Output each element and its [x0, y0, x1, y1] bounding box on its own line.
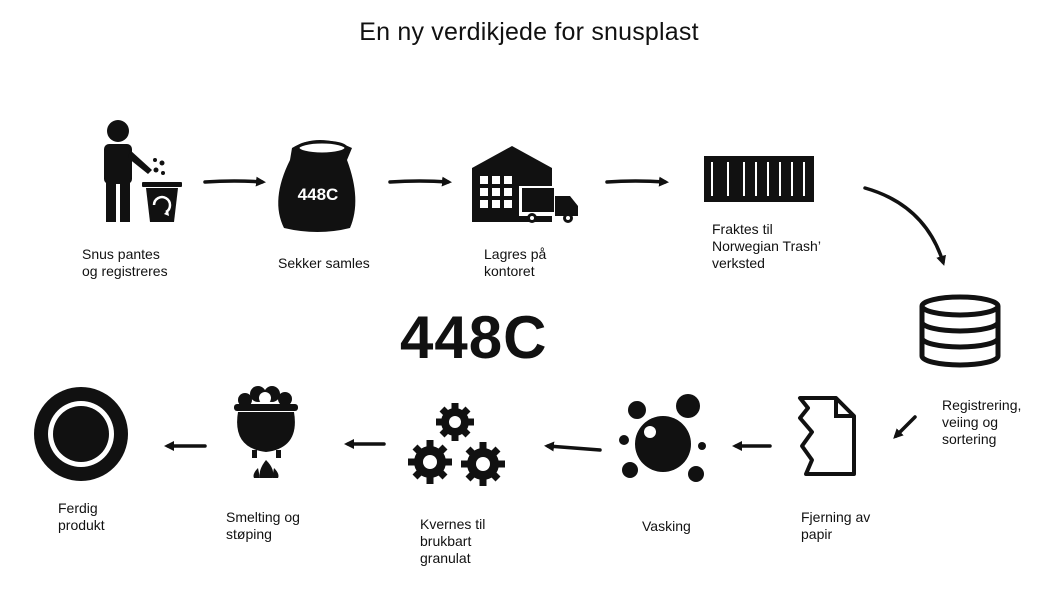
plate-icon — [34, 387, 128, 481]
step-label-fraktes: Fraktes til Norwegian Trash’ verksted — [712, 221, 821, 271]
warehouse-truck-icon — [472, 146, 578, 223]
step-label-ferdig: Ferdig produkt — [58, 500, 105, 533]
arrow-1 — [203, 176, 266, 187]
step-label-vasking: Vasking — [642, 518, 691, 534]
database-stack-icon — [919, 294, 1001, 368]
cauldron-fire-icon — [234, 386, 298, 478]
logo-text: 448C — [400, 304, 548, 371]
torn-paper-icon — [798, 396, 856, 476]
step-label-pant: Snus pantes og registreres — [82, 246, 168, 279]
diagram-title: En ny verdikjede for snusplast — [359, 18, 699, 46]
arrow-5 — [893, 415, 917, 439]
sack-icon: 448C — [278, 140, 356, 232]
logo: 448C — [400, 306, 547, 370]
arrow-4 — [863, 186, 946, 266]
step-label-registrering: Registrering, veiing og sortering — [942, 397, 1022, 447]
arrow-3 — [605, 176, 669, 187]
step-label-fjerning: Fjerning av papir — [801, 509, 871, 542]
bubbles-icon — [619, 394, 706, 482]
shipping-container-icon — [704, 156, 814, 202]
step-label-smelting: Smelting og støping — [226, 509, 300, 542]
person-recycling-icon — [104, 120, 182, 222]
step-label-kvernes: Kvernes til brukbart granulat — [420, 516, 486, 566]
arrow-7 — [544, 441, 602, 452]
step-label-sekker: Sekker samles — [278, 255, 370, 271]
arrow-2 — [388, 176, 452, 187]
sack-label: 448C — [298, 185, 339, 204]
gears-icon — [408, 403, 505, 486]
step-label-lagres: Lagres på kontoret — [484, 246, 547, 279]
